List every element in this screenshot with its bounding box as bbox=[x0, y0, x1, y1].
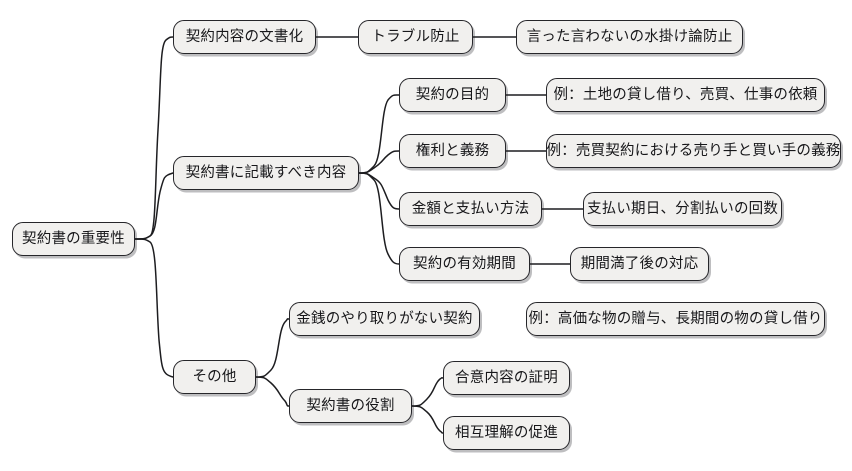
edge-n3-to-n3b bbox=[255, 376, 290, 407]
node-label: 金額と支払い方法 bbox=[411, 200, 530, 217]
edge-root-to-n3 bbox=[134, 238, 174, 378]
node-label: 契約書の重要性 bbox=[22, 230, 125, 247]
node-n2a1[interactable]: 例：土地の貸し借り、売買、仕事の依頼 bbox=[546, 78, 825, 112]
edge-n3-to-n3a bbox=[255, 318, 290, 378]
node-label: 契約の目的 bbox=[415, 86, 490, 103]
edge-n2-to-n2a bbox=[358, 94, 400, 174]
edge-root-to-n2 bbox=[134, 172, 174, 240]
node-label: 契約書に記載すべき内容 bbox=[185, 164, 347, 181]
node-n1a1[interactable]: 言った言わないの水掛け論防止 bbox=[516, 20, 743, 54]
root-node[interactable]: 契約書の重要性 bbox=[12, 222, 135, 256]
node-label: トラブル防止 bbox=[371, 28, 460, 45]
node-label: 例：土地の貸し借り、売買、仕事の依頼 bbox=[553, 86, 818, 103]
node-n2d1[interactable]: 期間満了後の対応 bbox=[570, 247, 709, 281]
edge-n3b-to-n3b2 bbox=[411, 405, 444, 434]
node-n1a[interactable]: トラブル防止 bbox=[358, 20, 473, 54]
node-n3b2[interactable]: 相互理解の促進 bbox=[443, 416, 570, 450]
node-label: 契約書の役割 bbox=[306, 397, 395, 414]
node-n3a[interactable]: 金銭のやり取りがない契約 bbox=[289, 302, 480, 336]
node-label: 契約内容の文書化 bbox=[185, 28, 304, 45]
node-n3[interactable]: その他 bbox=[173, 360, 256, 394]
node-n2b1[interactable]: 例：売買契約における売り手と買い手の義務 bbox=[546, 134, 841, 168]
node-n3a1[interactable]: 例：高価な物の贈与、長期間の物の貸し借り bbox=[526, 302, 825, 336]
node-label: 権利と義務 bbox=[415, 142, 490, 159]
node-label: その他 bbox=[192, 368, 237, 385]
node-n2c[interactable]: 金額と支払い方法 bbox=[399, 192, 542, 226]
node-label: 契約の有効期間 bbox=[413, 255, 516, 272]
node-n2[interactable]: 契約書に記載すべき内容 bbox=[173, 156, 359, 190]
node-label: 言った言わないの水掛け論防止 bbox=[526, 28, 733, 45]
node-n2c1[interactable]: 支払い期日、分割払いの回数 bbox=[583, 192, 782, 226]
node-label: 相互理解の促進 bbox=[455, 424, 558, 441]
node-label: 例：高価な物の贈与、長期間の物の貸し借り bbox=[528, 310, 823, 327]
node-label: 合意内容の証明 bbox=[455, 369, 558, 386]
edge-root-to-n1 bbox=[134, 36, 174, 240]
node-n3b[interactable]: 契約書の役割 bbox=[289, 389, 412, 423]
edge-n2-to-n2b bbox=[358, 150, 400, 174]
node-n1[interactable]: 契約内容の文書化 bbox=[173, 20, 316, 54]
node-label: 例：売買契約における売り手と買い手の義務 bbox=[546, 142, 841, 159]
edge-n2-to-n2c bbox=[358, 172, 400, 210]
node-n2d[interactable]: 契約の有効期間 bbox=[399, 247, 530, 281]
edge-n3b-to-n3b1 bbox=[411, 377, 444, 407]
node-n3b1[interactable]: 合意内容の証明 bbox=[443, 361, 570, 395]
edge-n2-to-n2d bbox=[358, 172, 400, 265]
node-n2a[interactable]: 契約の目的 bbox=[399, 78, 506, 112]
node-label: 金銭のやり取りがない契約 bbox=[296, 310, 473, 327]
node-label: 期間満了後の対応 bbox=[580, 255, 699, 272]
node-n2b[interactable]: 権利と義務 bbox=[399, 134, 506, 168]
node-label: 支払い期日、分割払いの回数 bbox=[586, 200, 779, 217]
